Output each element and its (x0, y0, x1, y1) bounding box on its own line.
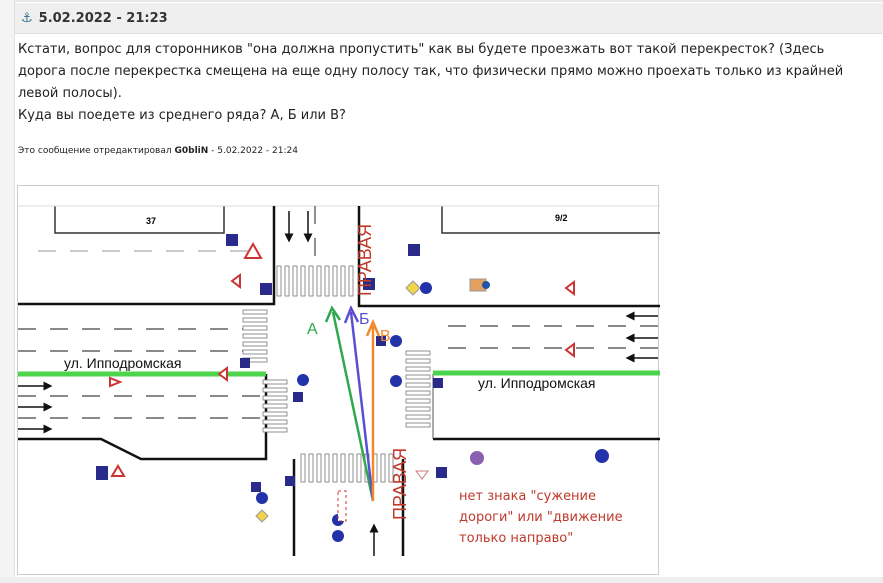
intersection-svg: 37 9/2 (18, 205, 660, 556)
crosswalk-top (276, 265, 354, 297)
post-paragraph: Куда вы поедете из среднего ряда? А, Б и… (18, 108, 346, 123)
left-gutter (0, 0, 15, 583)
anchor-icon[interactable]: ⚓ (21, 10, 33, 26)
road-edge (357, 206, 660, 308)
road-signs (96, 234, 609, 542)
route-a-arrow (331, 311, 375, 502)
street-label-left: ул. Ипподромская (64, 355, 182, 371)
route-v-label: В (380, 328, 391, 345)
edit-note-prefix: Это сообщение отредактировал (18, 146, 172, 156)
crosswalk-bottom (300, 453, 394, 483)
route-b-arrow (349, 311, 375, 502)
edit-note-date: - 5.02.2022 - 21:24 (211, 146, 298, 156)
road-edge (18, 374, 268, 461)
street-label-right: ул. Ипподромская (478, 375, 596, 391)
intersection-diagram[interactable]: 37 9/2 (17, 185, 660, 575)
building-37 (54, 206, 225, 234)
post-date: 5.02.2022 - 21:23 (38, 10, 168, 26)
route-b-label: Б (359, 311, 370, 328)
annotation-text: нет знака "сужение дороги" или "движение… (459, 489, 623, 546)
lane-label-bottom: ПРАВАЯ (390, 448, 410, 520)
post-paragraph: Кстати, вопрос для сторонников "она долж… (18, 42, 844, 101)
bottom-divider (0, 577, 883, 583)
crosswalk-left (242, 309, 288, 433)
edit-note: Это сообщение отредактировал G0bliN - 5.… (18, 146, 298, 156)
crosswalk-right (405, 350, 431, 428)
building-92-label: 9/2 (555, 213, 568, 223)
route-a-label: А (307, 321, 318, 338)
building-37-label: 37 (146, 216, 156, 226)
road-edge (18, 206, 276, 306)
post-header: ⚓ 5.02.2022 - 21:23 (15, 3, 883, 34)
building-92 (441, 206, 660, 234)
lane-label-top: ПРАВАЯ (355, 224, 375, 296)
top-divider (0, 0, 883, 2)
edit-note-author[interactable]: G0bliN (174, 146, 209, 156)
post-body: Кстати, вопрос для сторонников "она долж… (18, 39, 868, 127)
